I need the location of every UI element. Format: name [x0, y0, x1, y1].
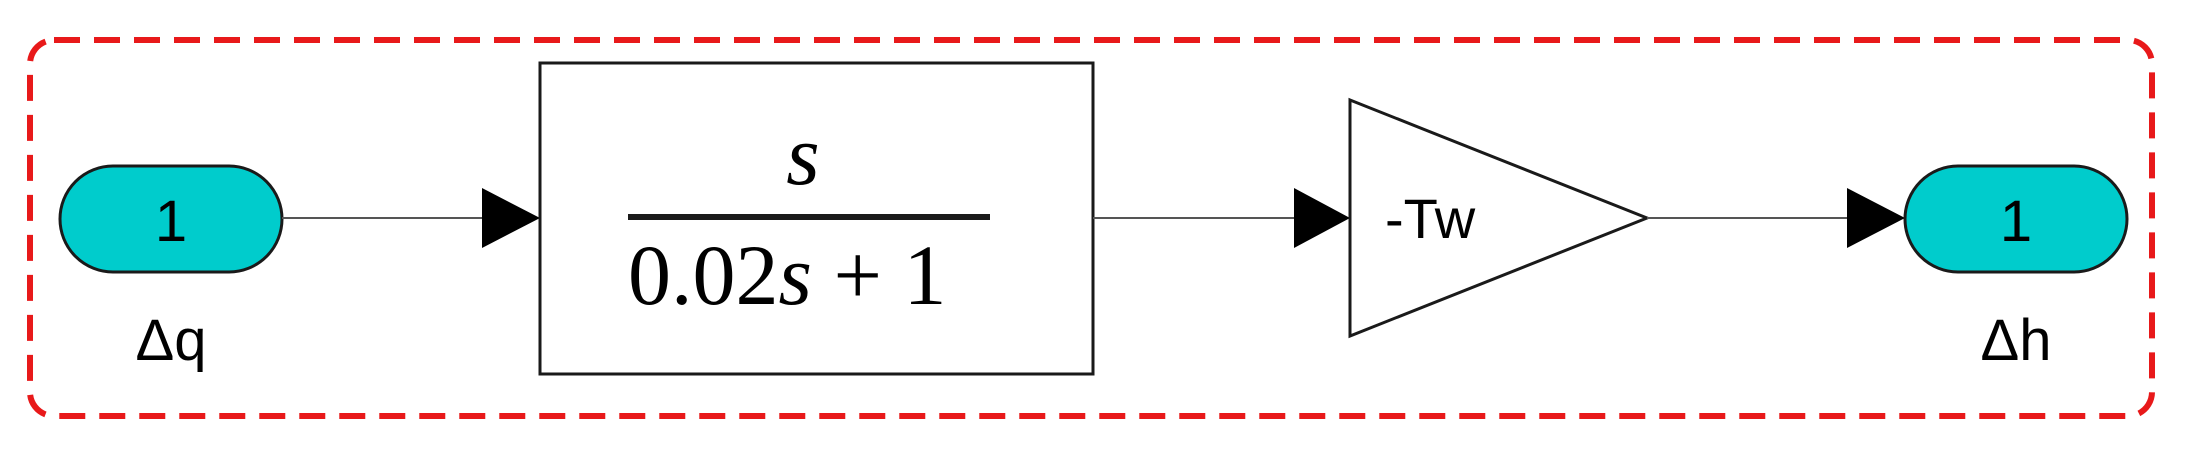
- tf-denominator-rest: + 1: [812, 227, 947, 323]
- outport-number: 1: [2000, 189, 2032, 254]
- outport-label: Δh: [1981, 308, 2052, 373]
- outport-block[interactable]: 1: [1903, 164, 2129, 274]
- transfer-fcn-block[interactable]: s 0.02s + 1: [538, 61, 1095, 376]
- arrowhead-outport-input: [1847, 188, 1905, 248]
- gain-shape[interactable]: [1348, 97, 1652, 339]
- outport-shape[interactable]: [1903, 164, 2129, 274]
- tf-denominator-var: s: [779, 227, 812, 323]
- inport-block[interactable]: 1: [58, 164, 284, 274]
- arrowhead-tf-input: [482, 188, 540, 248]
- inport-number: 1: [155, 189, 187, 254]
- inport-label: Δq: [136, 308, 207, 373]
- gain-block[interactable]: -Tw: [1348, 97, 1652, 339]
- tf-denominator: 0.02s + 1: [628, 227, 946, 323]
- tf-denominator-coef: 0.02: [628, 227, 779, 323]
- arrowhead-gain-input: [1294, 188, 1350, 248]
- gain-label: -Tw: [1385, 187, 1476, 250]
- tf-numerator: s: [786, 107, 819, 203]
